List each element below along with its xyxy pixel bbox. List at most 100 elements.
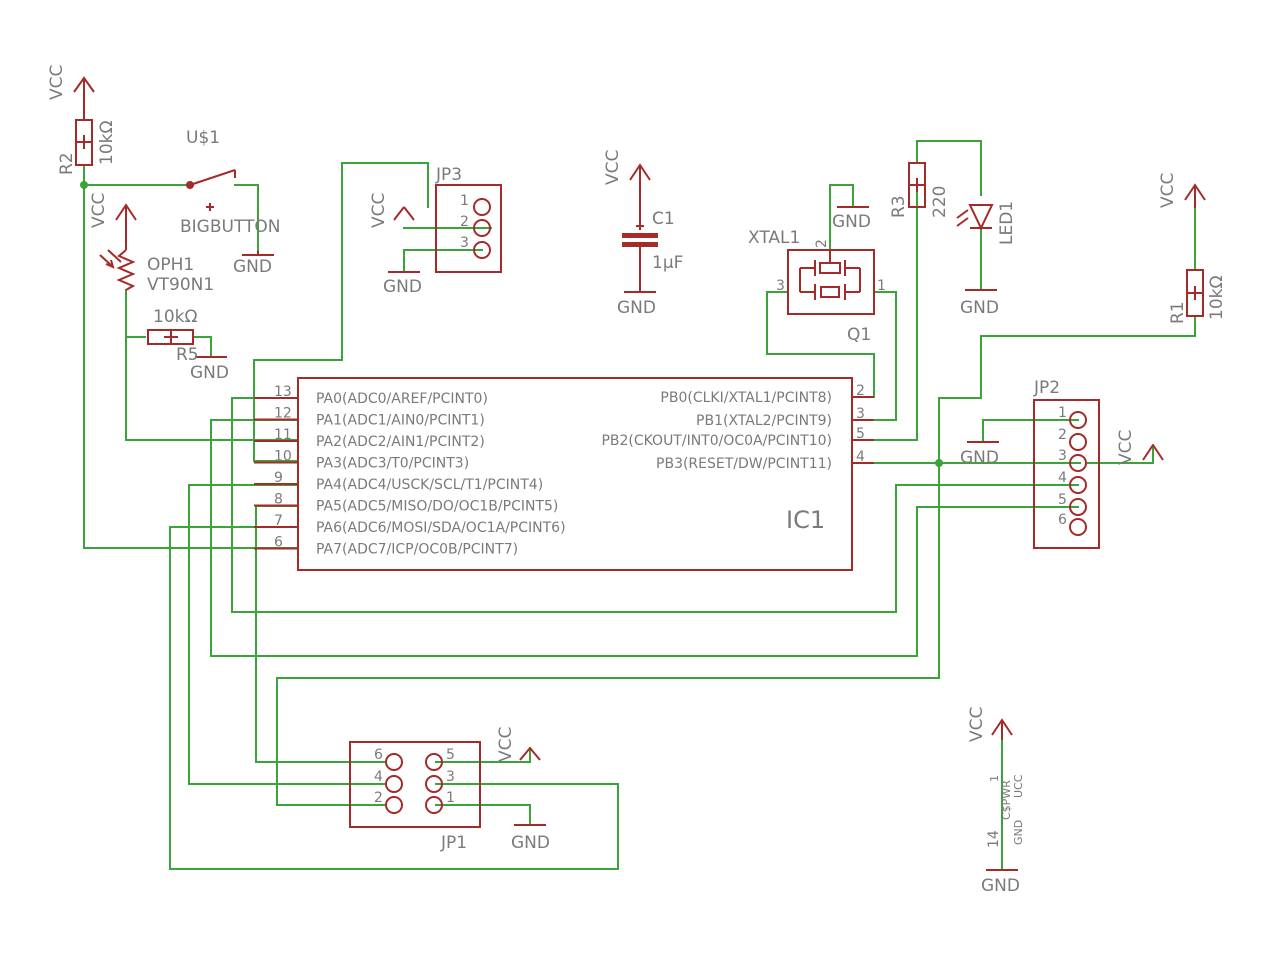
svg-text:2: 2	[374, 790, 383, 806]
ic1-pin-label: PB3(RESET/DW/PCINT11)	[656, 456, 832, 472]
svg-text:2: 2	[814, 239, 830, 248]
svg-text:10kΩ: 10kΩ	[1207, 276, 1227, 320]
gnd-symbols: GND GND GND GND GND GND GND GND GND	[190, 206, 1020, 896]
resistor-r5: 10kΩ R5	[147, 307, 199, 365]
svg-text:1: 1	[446, 790, 455, 806]
ic-ic1: IC1 13 PA0(ADC0/AREF/PCINT0) 12 PA1(ADC1/AI…	[254, 377, 874, 571]
ic1-pin-label: PA4(ADC4/USCK/SCL/T1/PCINT4)	[316, 477, 543, 493]
ic1-pin-label: PB2(CKOUT/INT0/OC0A/PCINT10)	[601, 433, 832, 449]
svg-text:JP2: JP2	[1033, 378, 1060, 398]
header-jp2: JP2 1 2 3 4 5 6	[1033, 378, 1100, 549]
svg-text:2: 2	[1058, 427, 1067, 443]
svg-text:GND: GND	[617, 298, 656, 318]
svg-text:1: 1	[988, 775, 1001, 782]
svg-text:VT90N1: VT90N1	[147, 275, 214, 295]
svg-text:R1: R1	[1168, 301, 1188, 324]
ic1-pin-label: PA1(ADC1/AIN0/PCINT1)	[316, 413, 485, 429]
svg-text:1: 1	[460, 193, 469, 209]
svg-text:GND: GND	[511, 833, 550, 853]
svg-text:6: 6	[1058, 512, 1067, 528]
ic1-pin-number: 6	[274, 535, 283, 551]
resonator-q1: XTAL1 Q1 3 2 1	[748, 228, 886, 345]
svg-text:VCC: VCC	[89, 193, 109, 228]
svg-text:JP1: JP1	[440, 833, 467, 853]
svg-text:5: 5	[446, 747, 455, 763]
svg-text:1: 1	[1058, 405, 1067, 421]
ic1-pin-number: 12	[274, 406, 292, 422]
ic1-pin-label: PA3(ADC3/T0/PCINT3)	[316, 456, 469, 472]
svg-text:XTAL1: XTAL1	[748, 228, 800, 248]
svg-text:4: 4	[1058, 470, 1067, 486]
ic1-pin-number: 4	[856, 449, 865, 465]
svg-text:VCC: VCC	[603, 150, 623, 185]
svg-text:Q1: Q1	[847, 325, 871, 345]
svg-text:220: 220	[930, 186, 950, 218]
switch-u1: U$1 BIGBUTTON	[180, 128, 281, 237]
svg-text:1µF: 1µF	[652, 253, 683, 273]
header-jp3: JP3 1 2 3	[435, 165, 502, 273]
svg-text:VCC: VCC	[1116, 430, 1136, 465]
ic1-pin-number: 13	[274, 384, 292, 400]
ic1-pin-number: 7	[274, 513, 283, 529]
ic1-pin-number: 2	[856, 383, 865, 399]
svg-text:GND: GND	[832, 212, 871, 232]
svg-text:C$PWR: C$PWR	[1000, 780, 1013, 820]
capacitor-c1: C1 1µF	[622, 209, 683, 273]
svg-text:VCC: VCC	[369, 193, 389, 228]
led-led1: LED1	[956, 201, 1017, 245]
svg-text:VCC: VCC	[496, 727, 516, 762]
svg-text:GND: GND	[383, 277, 422, 297]
ic1-pin-label: PA7(ADC7/ICP/OC0B/PCINT7)	[316, 542, 518, 558]
svg-text:GND: GND	[190, 363, 229, 383]
svg-text:1: 1	[877, 278, 886, 294]
junctions	[80, 181, 943, 467]
svg-text:R5: R5	[176, 345, 199, 365]
resistor-r1: R1 10kΩ	[1168, 269, 1227, 324]
svg-text:14: 14	[986, 830, 1002, 848]
svg-text:BIGBUTTON: BIGBUTTON	[180, 217, 281, 237]
phototransistor-oph1: OPH1 VT90N1	[99, 249, 214, 295]
svg-text:5: 5	[1058, 492, 1067, 508]
ic1-pin-number: 8	[274, 492, 283, 508]
svg-text:R2: R2	[57, 152, 77, 175]
header-jp1: JP1 6 5 4 3 2 1	[349, 741, 481, 853]
resistor-r2: R2 10kΩ	[57, 119, 117, 175]
svg-text:R3: R3	[889, 195, 909, 218]
svg-text:10kΩ: 10kΩ	[97, 121, 117, 165]
svg-text:VCC: VCC	[967, 707, 987, 742]
svg-text:2: 2	[460, 214, 469, 230]
power-pins: 14 1 C$PWR UCC GND	[986, 774, 1025, 848]
svg-text:GND: GND	[960, 448, 999, 468]
svg-text:10kΩ: 10kΩ	[153, 307, 197, 327]
svg-text:GND: GND	[960, 298, 999, 318]
ic1-pin-label: PB1(XTAL2/PCINT9)	[696, 413, 832, 429]
svg-text:6: 6	[374, 747, 383, 763]
svg-text:IC1: IC1	[786, 506, 825, 534]
ic1-pin-number: 9	[274, 470, 283, 486]
ic1-left-pins: 13 PA0(ADC0/AREF/PCINT0) 12 PA1(ADC1/AIN0/P…	[254, 384, 566, 558]
svg-text:3: 3	[1058, 448, 1067, 464]
ic1-pin-number: 5	[856, 426, 865, 442]
ic1-pin-label: PA5(ADC5/MISO/DO/OC1B/PCINT5)	[316, 499, 558, 515]
svg-text:3: 3	[460, 235, 469, 251]
svg-text:VCC: VCC	[1158, 173, 1178, 208]
svg-text:VCC: VCC	[47, 65, 67, 100]
svg-text:3: 3	[776, 278, 785, 294]
svg-text:LED1: LED1	[997, 201, 1017, 245]
svg-text:GND: GND	[233, 257, 272, 277]
ic1-pin-number: 10	[274, 449, 292, 465]
svg-text:UCC: UCC	[1012, 774, 1025, 798]
resistor-r3: R3 220	[889, 162, 950, 218]
svg-text:U$1: U$1	[186, 128, 220, 148]
ic1-pin-label: PA0(ADC0/AREF/PCINT0)	[316, 391, 488, 407]
ic1-pin-number: 3	[856, 406, 865, 422]
svg-text:3: 3	[446, 769, 455, 785]
ic1-right-pins: 2PB0(CLKI/XTAL1/PCINT8)3PB1(XTAL2/PCINT9…	[601, 383, 874, 472]
ic1-pin-number: 11	[274, 427, 292, 443]
svg-text:JP3: JP3	[435, 165, 462, 185]
svg-text:GND: GND	[981, 876, 1020, 896]
svg-text:GND: GND	[1012, 820, 1025, 845]
svg-text:4: 4	[374, 769, 383, 785]
ic1-pin-label: PA6(ADC6/MOSI/SDA/OC1A/PCINT6)	[316, 520, 566, 536]
